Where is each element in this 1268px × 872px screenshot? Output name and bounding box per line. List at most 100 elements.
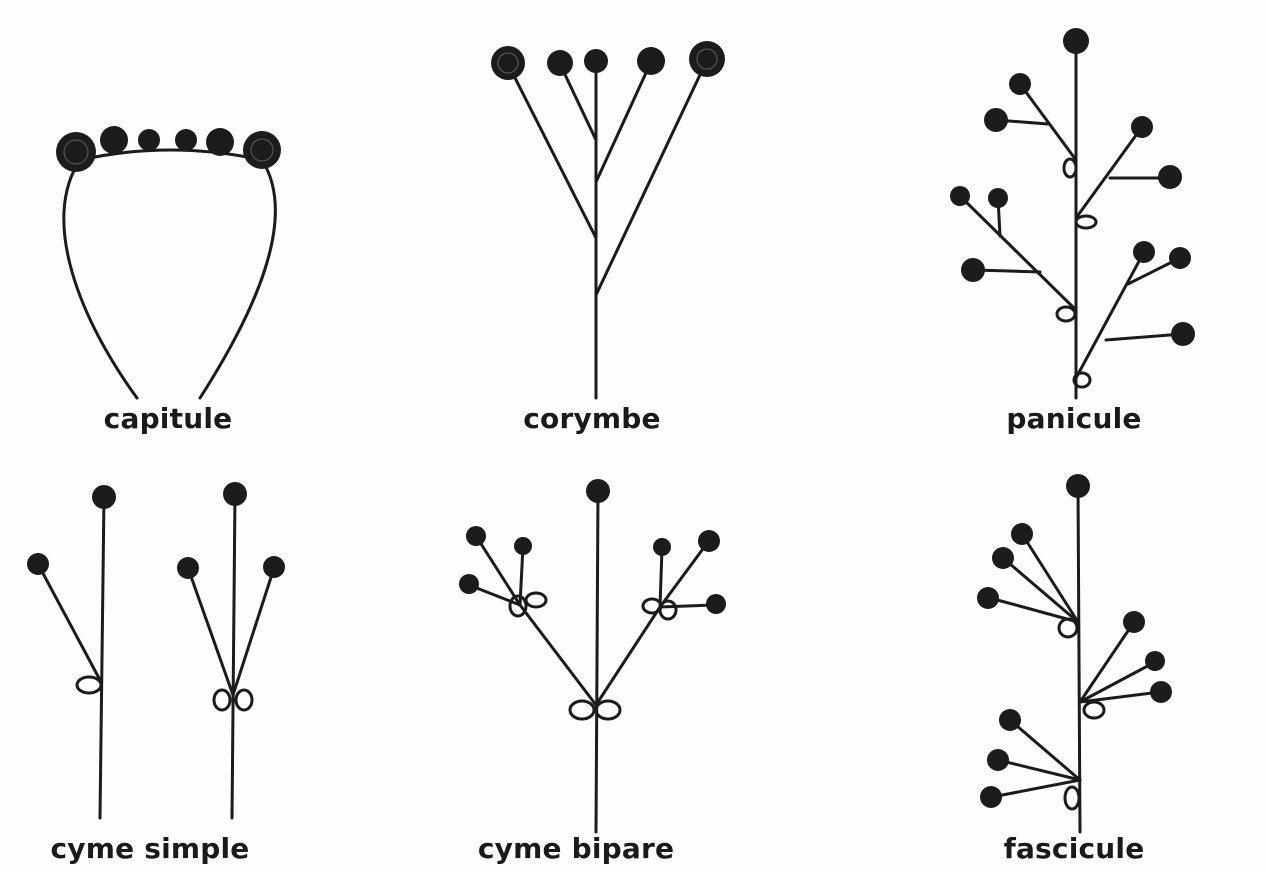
stem-line [988, 596, 1080, 624]
flower-dot [653, 538, 671, 556]
flower-dot [1131, 116, 1153, 138]
bract-loop [524, 591, 548, 609]
stem-line [1078, 660, 1157, 704]
label-fascicule: fascicule [1003, 832, 1145, 865]
flower-dot [586, 479, 610, 503]
label-cyme-bipare: cyme bipare [477, 832, 675, 865]
flower-dot [459, 574, 479, 594]
flower-ring [63, 139, 89, 165]
flower-dot [1171, 322, 1195, 346]
flower-dot [977, 587, 999, 609]
stem-line [1008, 718, 1082, 782]
fascicule-figure [977, 474, 1172, 834]
stem-line [186, 566, 235, 697]
bract-loop [594, 699, 622, 721]
stem-line [474, 534, 522, 607]
corymbe-flower [689, 41, 725, 77]
flower-dot [1145, 651, 1165, 671]
bract-loop [75, 675, 103, 695]
panicule-figure [950, 28, 1195, 400]
flower-dot [1011, 523, 1033, 545]
label-capitule: capitule [103, 402, 233, 435]
stem-line [594, 60, 653, 184]
stem-line [972, 268, 1042, 274]
capitule-flower [56, 132, 96, 172]
flower-dot [980, 786, 1002, 808]
flower-dot [466, 526, 486, 546]
stem-line [1018, 82, 1078, 162]
flower-dot [27, 553, 49, 575]
capitule-receptacle-right [198, 158, 277, 400]
flower-dot [999, 709, 1021, 731]
stem-line [958, 194, 1078, 312]
flower-dot [1150, 681, 1172, 703]
stem-line [1104, 332, 1184, 342]
bract-loop [508, 594, 528, 618]
capitule-flower [206, 128, 234, 156]
flower-dot [992, 547, 1014, 569]
stem-line [98, 495, 106, 820]
flower-dot [706, 594, 726, 614]
flower-dot [177, 557, 199, 579]
flower-dot [92, 485, 116, 509]
bract-loop [212, 688, 232, 712]
flower-dot [1158, 165, 1182, 189]
stem-line [594, 605, 662, 707]
capitule-figure [56, 126, 281, 400]
stem-line [1074, 125, 1144, 220]
capitule-flower [100, 126, 128, 154]
bract-loop [1072, 371, 1092, 389]
stem-line [1020, 532, 1080, 624]
corymbe-flower [637, 47, 665, 75]
capitule-flower [175, 129, 197, 151]
corymbe-figure [491, 41, 725, 400]
capitule-flower [138, 129, 160, 151]
stem-line [658, 546, 664, 609]
bract-loop [1082, 700, 1106, 720]
bract-loop [641, 597, 663, 615]
stem-line [990, 778, 1082, 799]
bract-loop [1063, 785, 1081, 811]
corymbe-flower [491, 46, 525, 80]
flower-ring [497, 52, 519, 74]
flower-dot [1009, 73, 1031, 95]
bract-loop [1055, 305, 1077, 323]
bract-loop [1062, 157, 1078, 179]
flower-dot [1133, 241, 1155, 263]
corymbe-flower [584, 49, 608, 73]
flower-dot [950, 186, 970, 206]
stem-line [558, 62, 598, 142]
stem-line [1001, 556, 1080, 624]
flower-dot [961, 258, 985, 282]
stem-line [518, 603, 598, 707]
flower-dot [1169, 247, 1191, 269]
flower-dot [698, 530, 720, 552]
bract-loop [1074, 214, 1098, 230]
bract-loop [1057, 617, 1079, 639]
capitule-receptacle-left [62, 158, 139, 400]
cyme-bipare-figure [459, 479, 726, 834]
label-corymbe: corymbe [523, 402, 661, 435]
bract-loop [568, 699, 596, 721]
stem-line [231, 566, 276, 697]
label-cyme-simple: cyme simple [50, 832, 250, 865]
stem-line [1078, 690, 1162, 704]
bract-loop [234, 688, 254, 712]
stem-line [1074, 250, 1146, 380]
stem-line [996, 758, 1082, 782]
flower-dot [223, 482, 247, 506]
panicule-flower [1063, 28, 1089, 54]
stem-line [594, 58, 709, 297]
flower-dot [988, 188, 1008, 208]
flower-dot [1123, 611, 1145, 633]
stem-line [36, 562, 102, 682]
stem-line [1078, 620, 1136, 704]
flower-dot [514, 537, 532, 555]
capitule-flower [243, 131, 281, 169]
flower-dot [984, 108, 1008, 132]
stem-line [230, 492, 237, 820]
stem-line [658, 603, 716, 609]
stem-line [594, 490, 600, 834]
